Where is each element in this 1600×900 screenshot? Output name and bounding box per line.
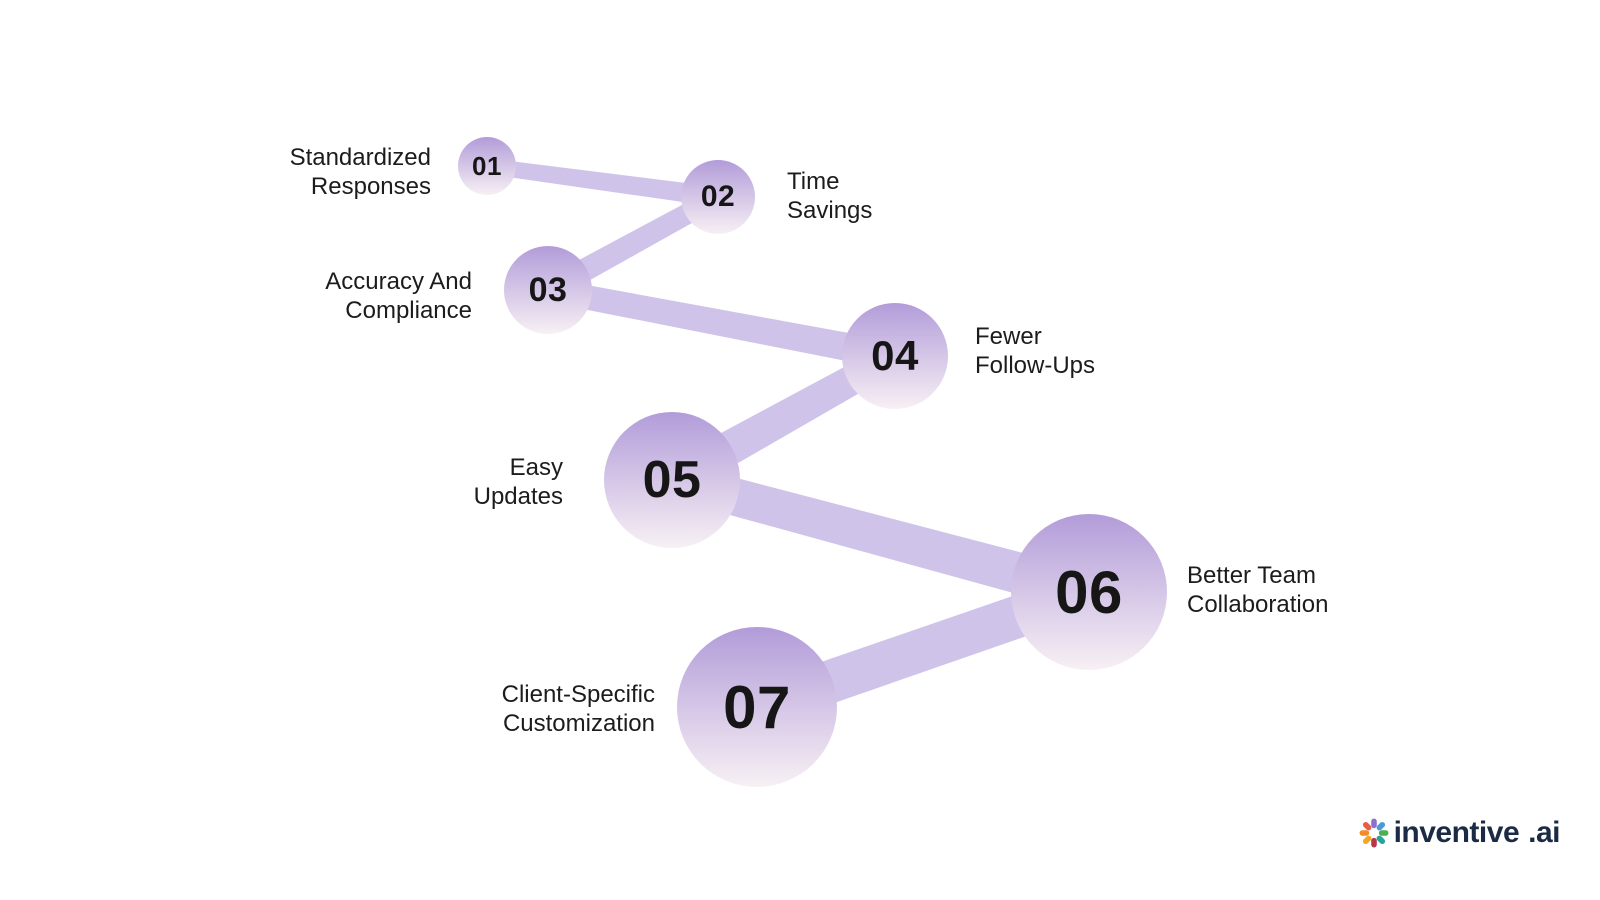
logo-ray	[1376, 821, 1385, 831]
step-circle-04: 04	[842, 303, 948, 409]
step-label-line: Follow-Ups	[975, 352, 1096, 379]
step-circle-05: 05	[604, 412, 740, 548]
logo-ray	[1362, 821, 1371, 831]
step-label-line: Better Team	[1187, 562, 1316, 589]
step-circle-07: 07	[677, 627, 837, 787]
connector-05-06	[667, 462, 1095, 613]
step-number: 05	[642, 451, 702, 509]
logo-ray	[1376, 835, 1385, 845]
step-circle-02: 02	[681, 160, 755, 234]
step-label-line: Responses	[310, 173, 431, 200]
inventive-logo-icon	[1359, 818, 1389, 848]
connector-01-02	[486, 158, 720, 207]
step-number: 01	[472, 150, 502, 181]
logo-ray	[1359, 830, 1369, 836]
logo-ray	[1378, 830, 1389, 836]
step-number: 06	[1055, 558, 1123, 626]
step-label-line: Customization	[502, 710, 655, 737]
step-label-line: Accuracy And	[325, 268, 472, 295]
step-label-line: Compliance	[345, 297, 472, 324]
connector-03-04	[545, 278, 898, 371]
step-label-line: Fewer	[975, 323, 1042, 350]
brand-logo: inventive .ai	[1359, 816, 1560, 850]
logo-ray	[1370, 818, 1377, 829]
step-label-line: Collaboration	[1187, 591, 1329, 618]
brand-name: inventive	[1393, 816, 1520, 849]
step-label-line: Updates	[473, 483, 563, 510]
step-number: 04	[871, 332, 919, 379]
step-circle-03: 03	[504, 246, 592, 334]
connector-06-07	[749, 572, 1096, 728]
logo-ray	[1362, 835, 1371, 845]
step-label-line: Standardized	[289, 144, 431, 171]
step-number: 02	[700, 180, 736, 213]
brand-suffix: .ai	[1528, 816, 1560, 849]
step-label-line: Client-Specific	[501, 681, 655, 708]
step-label-line: Easy	[509, 454, 563, 481]
logo-ray	[1370, 837, 1377, 848]
step-number: 07	[723, 673, 791, 741]
step-number: 03	[528, 270, 568, 309]
step-circle-01: 01	[458, 137, 516, 195]
step-circle-06: 06	[1011, 514, 1167, 670]
step-label-line: Time	[787, 168, 840, 195]
step-label-line: Savings	[787, 197, 873, 224]
